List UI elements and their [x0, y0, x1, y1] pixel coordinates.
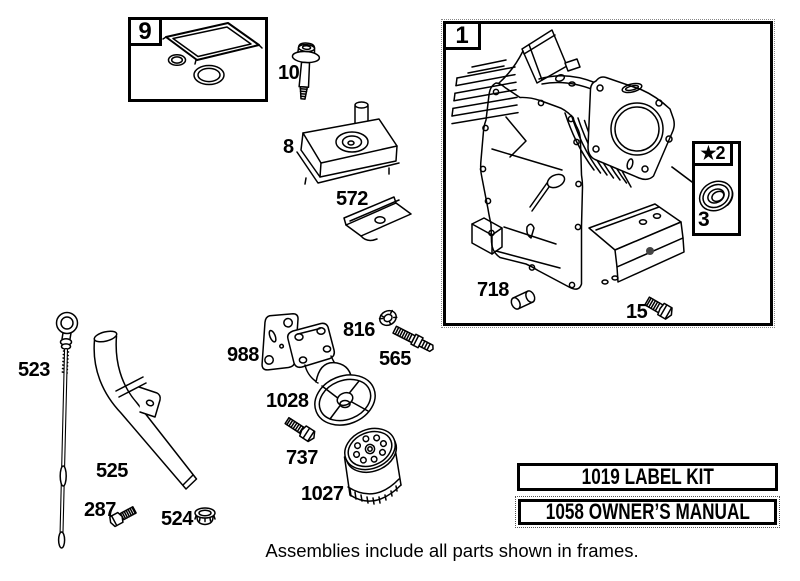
frame-9-label: 9 [128, 17, 162, 46]
callout-523: 523 [18, 359, 50, 381]
callout-816: 816 [343, 319, 375, 341]
callout-572: 572 [336, 188, 368, 210]
bolt-737-drawing [284, 416, 316, 443]
breather-cover-drawing [296, 101, 400, 185]
caption: Assemblies include all parts shown in fr… [265, 540, 639, 561]
oil-filter-drawing [343, 427, 402, 505]
callout-737: 737 [286, 447, 318, 469]
owners-manual-text: 1058 OWNER’S MANUAL [545, 499, 750, 524]
callout-10: 10 [278, 62, 300, 84]
callout-287: 287 [84, 499, 116, 521]
oil-seal-number: 3 [698, 208, 710, 231]
dipstick-523-drawing [55, 311, 79, 549]
callout-565: 565 [379, 348, 411, 370]
callout-1027: 1027 [301, 483, 344, 505]
callout-15: 15 [626, 301, 648, 323]
frame-9: 9 [128, 17, 268, 102]
callout-524: 524 [161, 508, 193, 530]
frame-star-2-label: ★2 [692, 141, 733, 166]
callout-988: 988 [227, 344, 259, 366]
callout-525: 525 [96, 460, 128, 482]
washer-816-drawing [378, 309, 398, 327]
gasket-988-drawing [261, 312, 299, 371]
frame-1-label: 1 [443, 21, 481, 50]
owners-manual-box: 1058 OWNER’S MANUAL [515, 496, 780, 528]
plug-524-drawing [194, 507, 216, 526]
label-kit-box: 1019 LABEL KIT [517, 463, 778, 491]
callout-8: 8 [283, 136, 294, 158]
callout-718: 718 [477, 279, 509, 301]
callout-1028: 1028 [266, 390, 309, 412]
label-kit-text: 1019 LABEL KIT [581, 464, 714, 489]
